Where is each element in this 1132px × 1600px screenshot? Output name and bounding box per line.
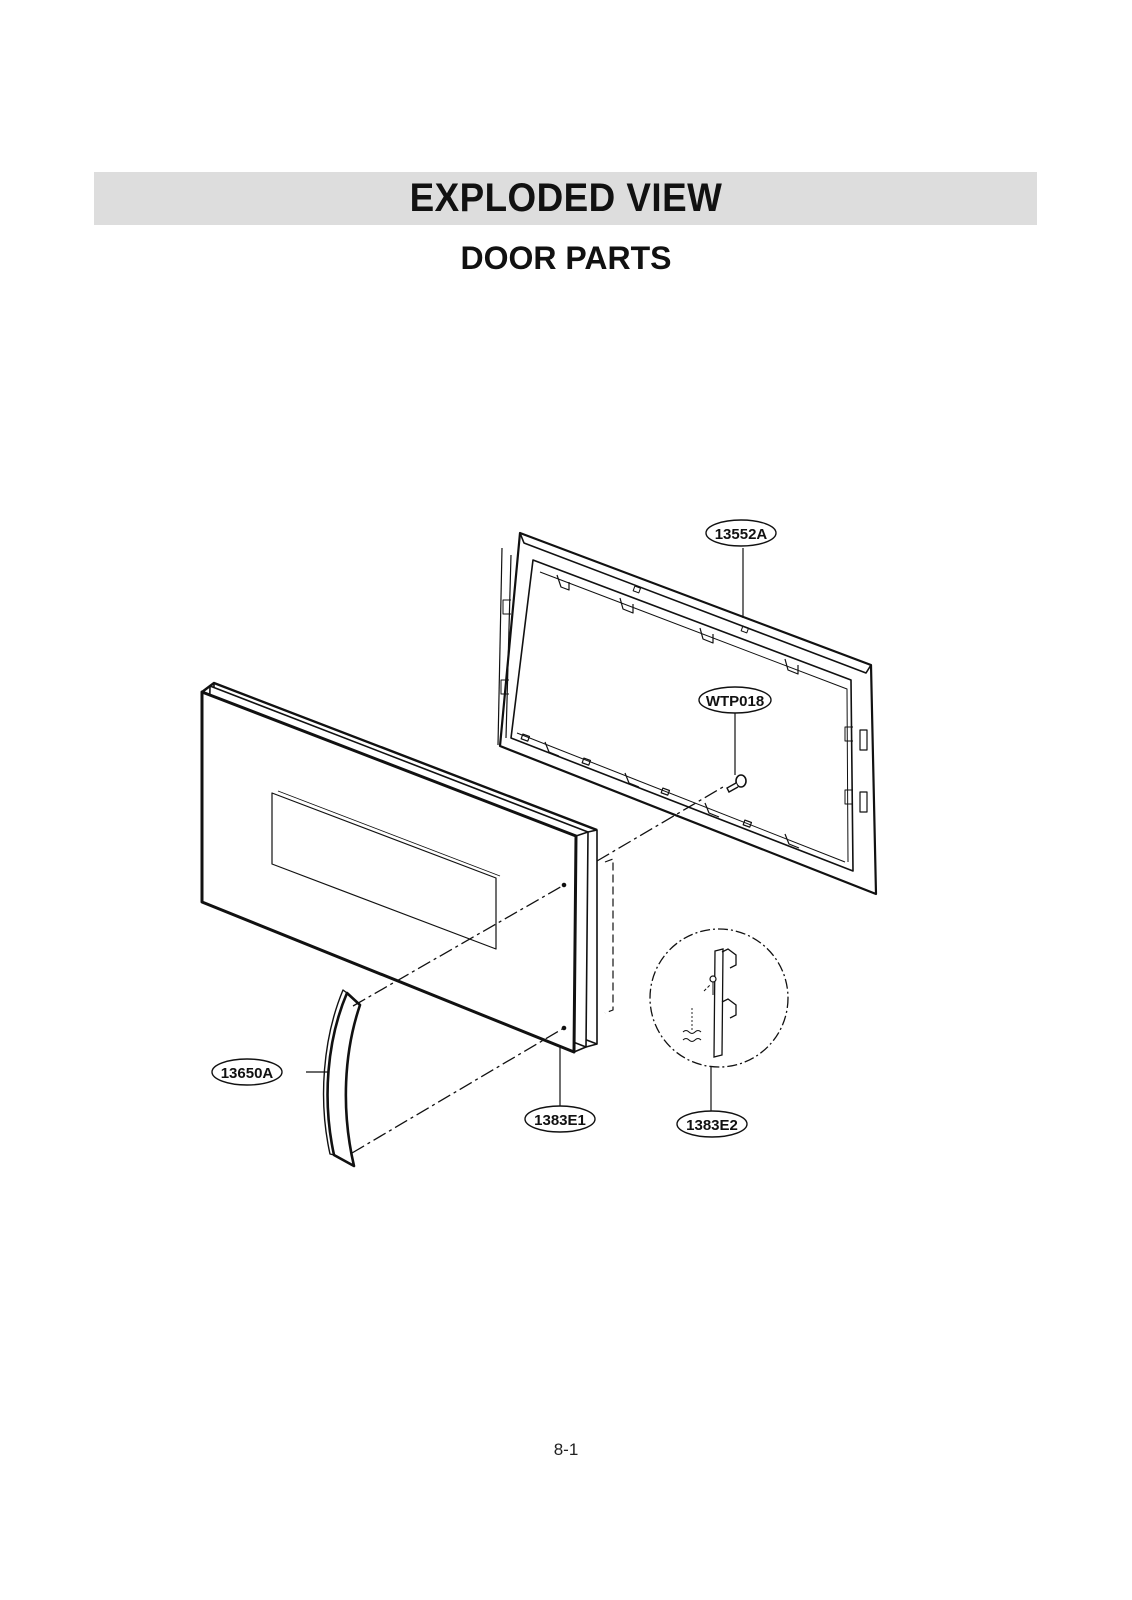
door-frame-drawing	[497, 531, 878, 896]
door-panel-drawing	[200, 681, 614, 1054]
callout-label-1383E2: 1383E2	[686, 1117, 738, 1134]
callout-13650A: 13650A	[211, 1058, 283, 1086]
callout-label-13650A: 13650A	[221, 1065, 274, 1082]
callout-label-WTP018: WTP018	[706, 693, 764, 710]
page-number: 8-1	[553, 1440, 579, 1459]
page-title: EXPLODED VIEW	[409, 176, 722, 220]
handle-drawing	[322, 989, 362, 1168]
callout-1383E1: 1383E1	[524, 1105, 596, 1133]
screw-drawing	[726, 774, 747, 793]
section-subtitle: DOOR PARTS	[460, 240, 672, 276]
callout-13552A: 13552A	[705, 519, 777, 547]
latch-detail-drawing	[649, 928, 789, 1068]
leader-lines	[306, 548, 744, 1112]
assembly-lines	[351, 786, 724, 1154]
callout-1383E2: 1383E2	[676, 1110, 748, 1138]
callout-WTP018: WTP018	[698, 686, 772, 714]
callout-label-13552A: 13552A	[715, 526, 768, 543]
callout-label-1383E1: 1383E1	[534, 1112, 586, 1129]
title-band: EXPLODED VIEW	[94, 172, 1037, 225]
